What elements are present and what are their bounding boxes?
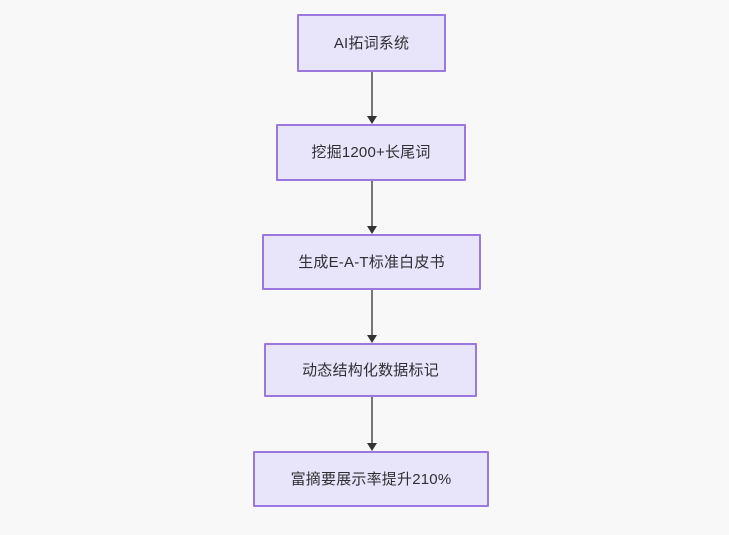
edge-line: [371, 290, 373, 336]
arrow-head-icon: [367, 335, 377, 343]
flow-node-label: 富摘要展示率提升210%: [290, 470, 452, 488]
arrow-head-icon: [367, 116, 377, 124]
arrow-head-icon: [367, 226, 377, 234]
flow-node-label: 动态结构化数据标记: [302, 361, 439, 379]
flow-node-ai-keyword-system[interactable]: AI拓词系统: [297, 14, 446, 72]
flow-node-label: AI拓词系统: [333, 34, 410, 52]
flow-node-label: 生成E-A-T标准白皮书: [298, 253, 445, 271]
flow-node-rich-snippet-rate-increase[interactable]: 富摘要展示率提升210%: [253, 451, 489, 507]
arrow-head-icon: [367, 443, 377, 451]
flow-node-dynamic-structured-data-markup[interactable]: 动态结构化数据标记: [264, 343, 477, 397]
flow-node-label: 挖掘1200+长尾词: [311, 144, 431, 161]
edge-line: [371, 181, 373, 227]
edge-line: [371, 72, 373, 117]
edge-line: [371, 397, 373, 444]
flow-node-mine-longtail-keywords[interactable]: 挖掘1200+长尾词: [276, 124, 466, 181]
flow-node-generate-eat-whitepaper[interactable]: 生成E-A-T标准白皮书: [262, 234, 481, 290]
